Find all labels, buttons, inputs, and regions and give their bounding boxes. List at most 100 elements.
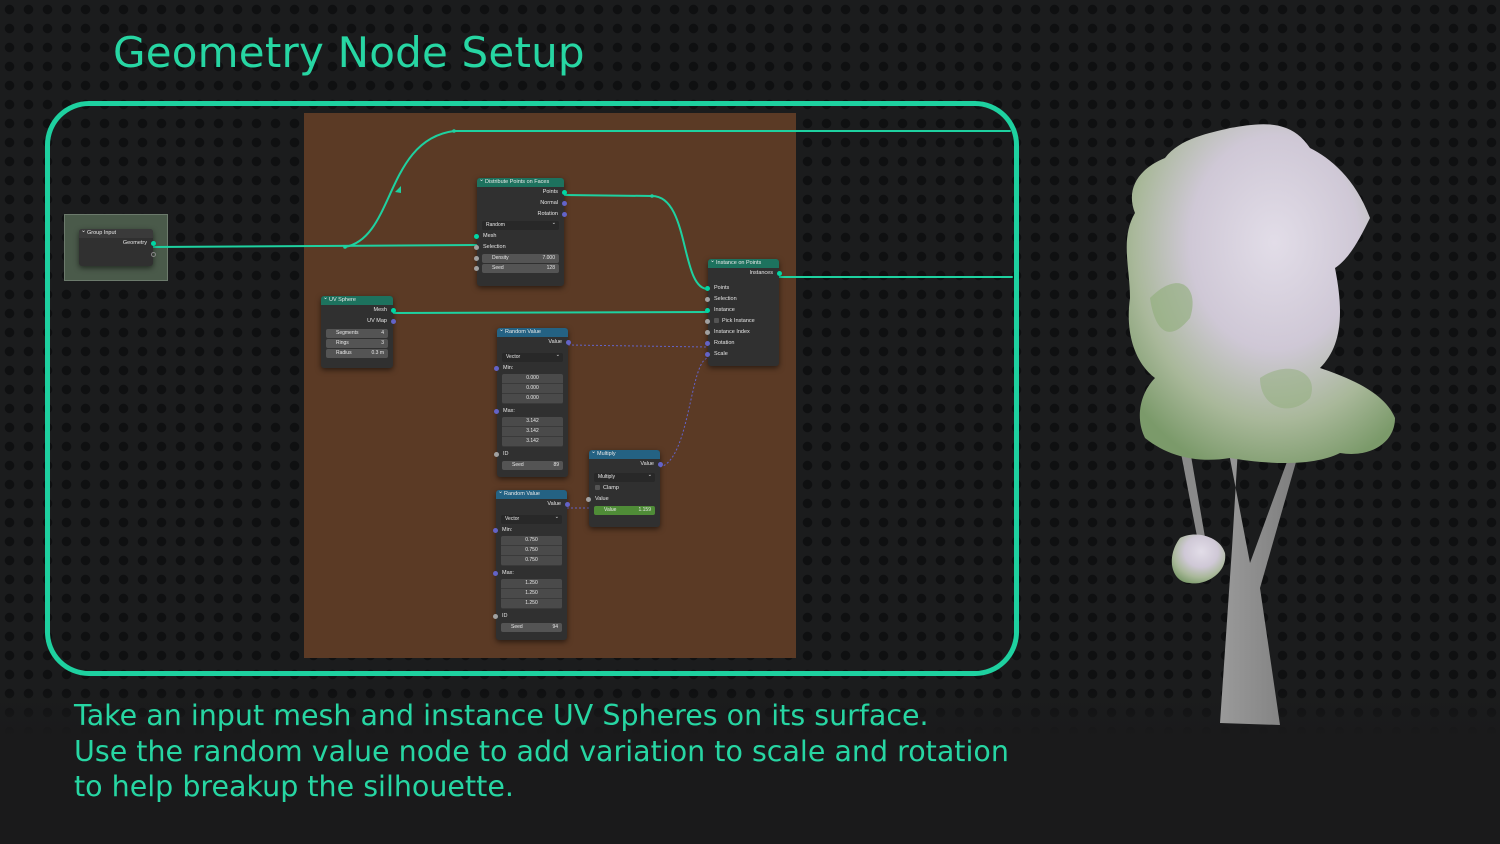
- socket-normal[interactable]: Normal: [477, 198, 567, 209]
- checkbox-icon[interactable]: [714, 318, 719, 323]
- field-label: Seed: [492, 265, 504, 271]
- socket-mesh[interactable]: Mesh: [321, 305, 396, 316]
- socket-rotation[interactable]: Rotation: [705, 338, 779, 349]
- int-socket-icon[interactable]: [705, 330, 710, 335]
- boolean-socket-icon[interactable]: [705, 297, 710, 302]
- socket-label: Max:: [502, 570, 514, 576]
- vector-socket-icon[interactable]: [658, 462, 663, 467]
- node-header: Group Input: [79, 227, 153, 238]
- float-socket-icon[interactable]: [586, 497, 591, 502]
- max-x-field[interactable]: 3.142: [502, 417, 563, 427]
- vector-socket-icon[interactable]: [562, 212, 567, 217]
- socket-instance-index[interactable]: Instance Index: [705, 327, 779, 338]
- clamp-checkbox[interactable]: Clamp: [589, 483, 660, 494]
- vector-socket-icon[interactable]: [565, 502, 570, 507]
- socket-scale[interactable]: Scale: [705, 349, 779, 360]
- socket-max[interactable]: Max:: [494, 406, 568, 417]
- vector-socket-icon[interactable]: [566, 340, 571, 345]
- int-socket-icon[interactable]: [494, 452, 499, 457]
- max-y-field[interactable]: 3.142: [502, 427, 563, 437]
- geometry-socket-icon[interactable]: [777, 271, 782, 276]
- vector-socket-icon[interactable]: [493, 528, 498, 533]
- type-dropdown[interactable]: Vector: [501, 513, 562, 524]
- field-value: 4: [381, 330, 384, 336]
- socket-id[interactable]: ID: [494, 449, 568, 460]
- socket-instance[interactable]: Instance: [705, 305, 779, 316]
- vector-socket-icon[interactable]: [562, 201, 567, 206]
- max-z-field[interactable]: 1.250: [501, 599, 562, 609]
- boolean-socket-icon[interactable]: [474, 245, 479, 250]
- boolean-socket-icon[interactable]: [705, 319, 710, 324]
- socket-points[interactable]: Points: [477, 187, 567, 198]
- max-y-field[interactable]: 1.250: [501, 589, 562, 599]
- socket-selection[interactable]: Selection: [705, 294, 779, 305]
- node-random-value-scale[interactable]: Random Value Value Vector Min: 0.750 0.7…: [493, 488, 570, 640]
- node-group-input[interactable]: Group Input Geometry: [79, 227, 156, 266]
- max-x-field[interactable]: 1.250: [501, 579, 562, 589]
- field-value: 94: [552, 624, 558, 630]
- socket-value-out[interactable]: Value: [589, 459, 663, 470]
- min-x-field[interactable]: 0.000: [502, 374, 563, 384]
- int-socket-icon[interactable]: [493, 614, 498, 619]
- socket-value[interactable]: Value: [497, 337, 571, 348]
- socket-max[interactable]: Max:: [493, 568, 567, 579]
- mode-dropdown[interactable]: Random: [482, 219, 559, 230]
- socket-mesh[interactable]: Mesh: [474, 231, 564, 242]
- vector-socket-icon[interactable]: [705, 341, 710, 346]
- socket-id[interactable]: ID: [493, 611, 567, 622]
- socket-rotation[interactable]: Rotation: [477, 209, 567, 220]
- min-z-field[interactable]: 0.000: [502, 394, 563, 404]
- socket-uv-map[interactable]: UV Map: [321, 316, 396, 327]
- min-z-field[interactable]: 0.750: [501, 556, 562, 566]
- geometry-socket-icon[interactable]: [562, 190, 567, 195]
- operation-dropdown[interactable]: Multiply: [594, 471, 655, 482]
- socket-geometry[interactable]: Geometry: [79, 238, 156, 249]
- checkbox-icon[interactable]: [595, 485, 600, 490]
- socket-instances[interactable]: Instances: [708, 268, 782, 279]
- int-socket-icon[interactable]: [474, 266, 479, 271]
- socket-value-in[interactable]: Value: [586, 494, 660, 505]
- vector-socket-icon[interactable]: [494, 366, 499, 371]
- geometry-socket-icon[interactable]: [391, 308, 396, 313]
- max-z-field[interactable]: 3.142: [502, 437, 563, 447]
- socket-points[interactable]: Points: [705, 283, 779, 294]
- node-random-value-rotation[interactable]: Random Value Value Vector Min: 0.000 0.0…: [494, 326, 571, 477]
- min-x-field[interactable]: 0.750: [501, 536, 562, 546]
- type-dropdown[interactable]: Vector: [502, 351, 563, 362]
- geometry-socket-icon[interactable]: [474, 234, 479, 239]
- socket-empty[interactable]: [79, 249, 156, 260]
- min-y-field[interactable]: 0.000: [502, 384, 563, 394]
- empty-socket-icon[interactable]: [151, 252, 156, 257]
- socket-selection[interactable]: Selection: [474, 242, 564, 253]
- vector-socket-icon[interactable]: [493, 571, 498, 576]
- geometry-socket-icon[interactable]: [705, 308, 710, 313]
- vector-socket-icon[interactable]: [705, 352, 710, 357]
- geometry-socket-icon[interactable]: [151, 241, 156, 246]
- checkbox-label: Clamp: [603, 485, 619, 491]
- geometry-socket-icon[interactable]: [705, 286, 710, 291]
- link-points-to-points: [563, 194, 709, 290]
- node-distribute-points[interactable]: Distribute Points on Faces Points Normal…: [474, 176, 567, 286]
- socket-value[interactable]: Value: [496, 499, 570, 510]
- vector-socket-icon[interactable]: [391, 319, 396, 324]
- field-value: 0.3 m: [371, 350, 384, 356]
- vector-socket-icon[interactable]: [494, 409, 499, 414]
- min-y-field[interactable]: 0.750: [501, 546, 562, 556]
- socket-label: ID: [502, 613, 508, 619]
- node-multiply[interactable]: Multiply Value Multiply Clamp Value Valu…: [586, 448, 663, 527]
- checkbox-pick-instance[interactable]: Pick Instance: [705, 316, 779, 327]
- float-socket-icon[interactable]: [474, 256, 479, 261]
- node-instance-on-points[interactable]: Instance on Points Instances Points Sele…: [705, 257, 782, 366]
- socket-min[interactable]: Min:: [494, 363, 568, 374]
- socket-min[interactable]: Min:: [493, 525, 567, 536]
